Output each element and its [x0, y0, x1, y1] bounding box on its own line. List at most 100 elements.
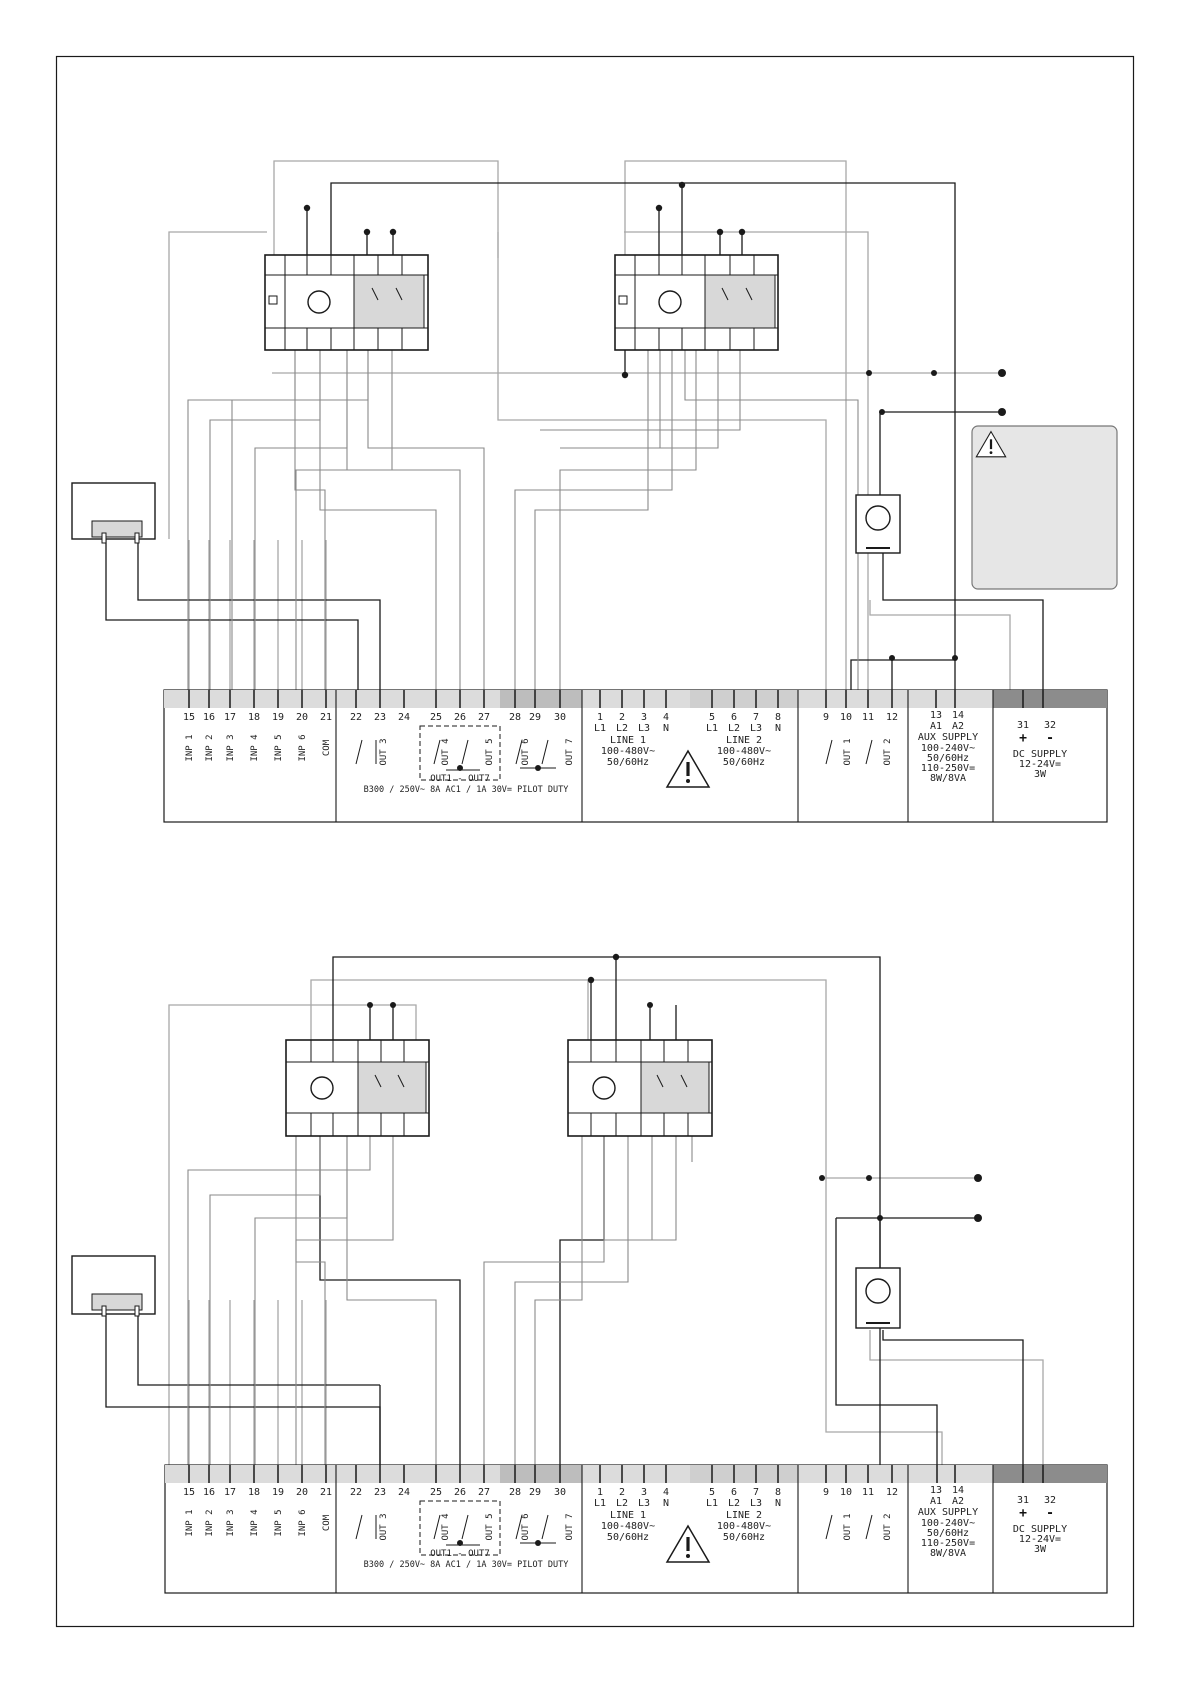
- terminal-number: 5: [709, 1487, 715, 1498]
- contactor-1: [264, 254, 429, 351]
- phase-label: L1: [706, 723, 718, 734]
- phase-label: N: [775, 723, 781, 734]
- out-label: OUT 2: [883, 1513, 893, 1540]
- input-label: INP 5: [274, 734, 284, 761]
- out-label: OUT 1: [843, 1513, 853, 1540]
- terminal-number: 5: [709, 712, 715, 723]
- aux-frequency: 50/60Hz: [927, 1528, 969, 1539]
- out-label: OUT 4: [441, 738, 451, 765]
- terminal-number: 11: [862, 1487, 874, 1498]
- line-frequency: 50/60Hz: [723, 757, 765, 768]
- terminal-number: 30: [554, 712, 566, 723]
- aux-power: 8W/8VA: [930, 773, 966, 784]
- terminal-number: 9: [823, 712, 829, 723]
- terminal-number: 11: [862, 712, 874, 723]
- phase-label: L3: [638, 1498, 650, 1509]
- phase-label: L2: [616, 723, 628, 734]
- aux-voltage: 100-240V~: [921, 743, 975, 754]
- input-label: INP 2: [205, 1509, 215, 1536]
- terminal-number: 7: [753, 1487, 759, 1498]
- out-label: OUT 6: [521, 1513, 531, 1540]
- terminal-number: 6: [731, 1487, 737, 1498]
- terminal-number: 8: [775, 1487, 781, 1498]
- phase-label: N: [663, 723, 669, 734]
- terminal-number: 8: [775, 712, 781, 723]
- terminal-number: 12: [886, 1487, 898, 1498]
- phase-label: L2: [728, 723, 740, 734]
- line-frequency: 50/60Hz: [607, 757, 649, 768]
- dc-voltage: 12-24V=: [1019, 759, 1061, 770]
- aux-name: AUX SUPPLY: [918, 1507, 978, 1518]
- out-label: OUT 5: [485, 738, 495, 765]
- input-label: INP 6: [298, 1509, 308, 1536]
- out-caption: OUT1 - OUT7: [430, 1549, 490, 1559]
- dc-power: 3W: [1034, 1544, 1047, 1555]
- supply-transformer-2: [855, 1267, 901, 1329]
- terminal-number: 16: [203, 712, 215, 723]
- terminal-number: 32: [1044, 1495, 1056, 1506]
- terminal-number: 13: [930, 1485, 942, 1496]
- line-voltage: 100-480V~: [601, 1521, 655, 1532]
- terminal-number: 10: [840, 712, 852, 723]
- aux-frequency: 50/60Hz: [927, 753, 969, 764]
- out-label: OUT 2: [883, 738, 893, 765]
- input-label: COM: [322, 739, 332, 756]
- terminal-number: 27: [478, 712, 490, 723]
- terminal-number: 21: [320, 1487, 332, 1498]
- aux-pin: A1: [930, 1496, 942, 1507]
- terminal-number: 28: [509, 1487, 521, 1498]
- terminal-number: 16: [203, 1487, 215, 1498]
- line-voltage: 100-480V~: [717, 746, 771, 757]
- out-rating: B300 / 250V~ 8A AC1 / 1A 30V= PILOT DUTY: [364, 785, 569, 795]
- dc-sign: +: [1019, 1506, 1027, 1521]
- contactor-3: [285, 1039, 430, 1137]
- line-name: LINE 1: [610, 735, 646, 746]
- terminal-number: 12: [886, 712, 898, 723]
- out-label: OUT 1: [843, 738, 853, 765]
- terminal-number: 1: [597, 712, 603, 723]
- phase-label: L2: [728, 1498, 740, 1509]
- terminal-number: 27: [478, 1487, 490, 1498]
- terminal-number: 25: [430, 1487, 442, 1498]
- out-label: OUT 6: [521, 738, 531, 765]
- input-label: INP 4: [250, 734, 260, 761]
- terminal-number: 7: [753, 712, 759, 723]
- external-device-2: [71, 1255, 156, 1317]
- terminal-number: 15: [183, 712, 195, 723]
- terminal-number: 32: [1044, 720, 1056, 731]
- aux-dc-voltage: 110-250V=: [921, 763, 975, 774]
- line-name: LINE 2: [726, 735, 762, 746]
- terminal-number: 18: [248, 712, 260, 723]
- out-label: OUT 3: [379, 1513, 389, 1540]
- input-label: INP 1: [185, 1509, 195, 1536]
- supply-transformer-1: [855, 494, 901, 554]
- terminal-number: 20: [296, 712, 308, 723]
- terminal-number: 30: [554, 1487, 566, 1498]
- terminal-number: 23: [374, 1487, 386, 1498]
- input-label: INP 6: [298, 734, 308, 761]
- terminal-number: 6: [731, 712, 737, 723]
- input-label: INP 4: [250, 1509, 260, 1536]
- phase-label: L1: [706, 1498, 718, 1509]
- phase-label: L3: [750, 723, 762, 734]
- input-label: INP 3: [226, 734, 236, 761]
- phase-label: L3: [638, 723, 650, 734]
- contactor-2: [614, 254, 779, 351]
- out-label: OUT 7: [565, 1513, 575, 1540]
- phase-label: L1: [594, 723, 606, 734]
- terminal-number: 14: [952, 710, 964, 721]
- dc-sign: -: [1046, 731, 1054, 746]
- aux-name: AUX SUPPLY: [918, 732, 978, 743]
- terminal-number: 18: [248, 1487, 260, 1498]
- out-label: OUT 4: [441, 1513, 451, 1540]
- line-frequency: 50/60Hz: [723, 1532, 765, 1543]
- dc-power: 3W: [1034, 769, 1047, 780]
- terminal-number: 19: [272, 1487, 284, 1498]
- out-label: OUT 7: [565, 738, 575, 765]
- terminal-number: 2: [619, 712, 625, 723]
- terminal-number: 23: [374, 712, 386, 723]
